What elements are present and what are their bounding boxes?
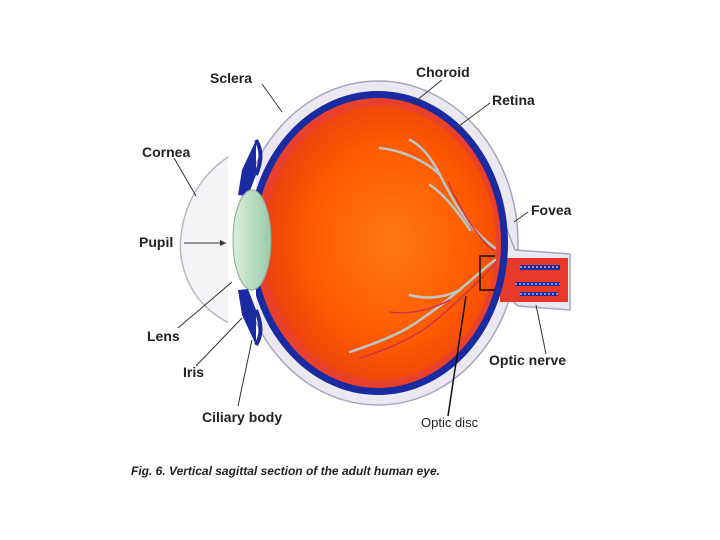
label-cornea: Cornea: [142, 144, 190, 160]
optic-nerve-pointer: [536, 305, 546, 354]
label-sclera: Sclera: [210, 70, 252, 86]
label-pupil: Pupil: [139, 234, 173, 250]
label-choroid: Choroid: [416, 64, 470, 80]
label-fovea: Fovea: [531, 202, 571, 218]
label-optic-nerve: Optic nerve: [489, 352, 566, 368]
label-iris: Iris: [183, 364, 204, 380]
cornea-pointer: [174, 158, 196, 196]
sclera-pointer: [262, 84, 282, 112]
label-lens: Lens: [147, 328, 180, 344]
label-ciliary-body: Ciliary body: [202, 409, 282, 425]
label-optic-disc: Optic disc: [421, 415, 478, 430]
lens: [233, 190, 271, 290]
figure-caption: Fig. 6. Vertical sagittal section of the…: [131, 464, 440, 478]
label-retina: Retina: [492, 92, 535, 108]
